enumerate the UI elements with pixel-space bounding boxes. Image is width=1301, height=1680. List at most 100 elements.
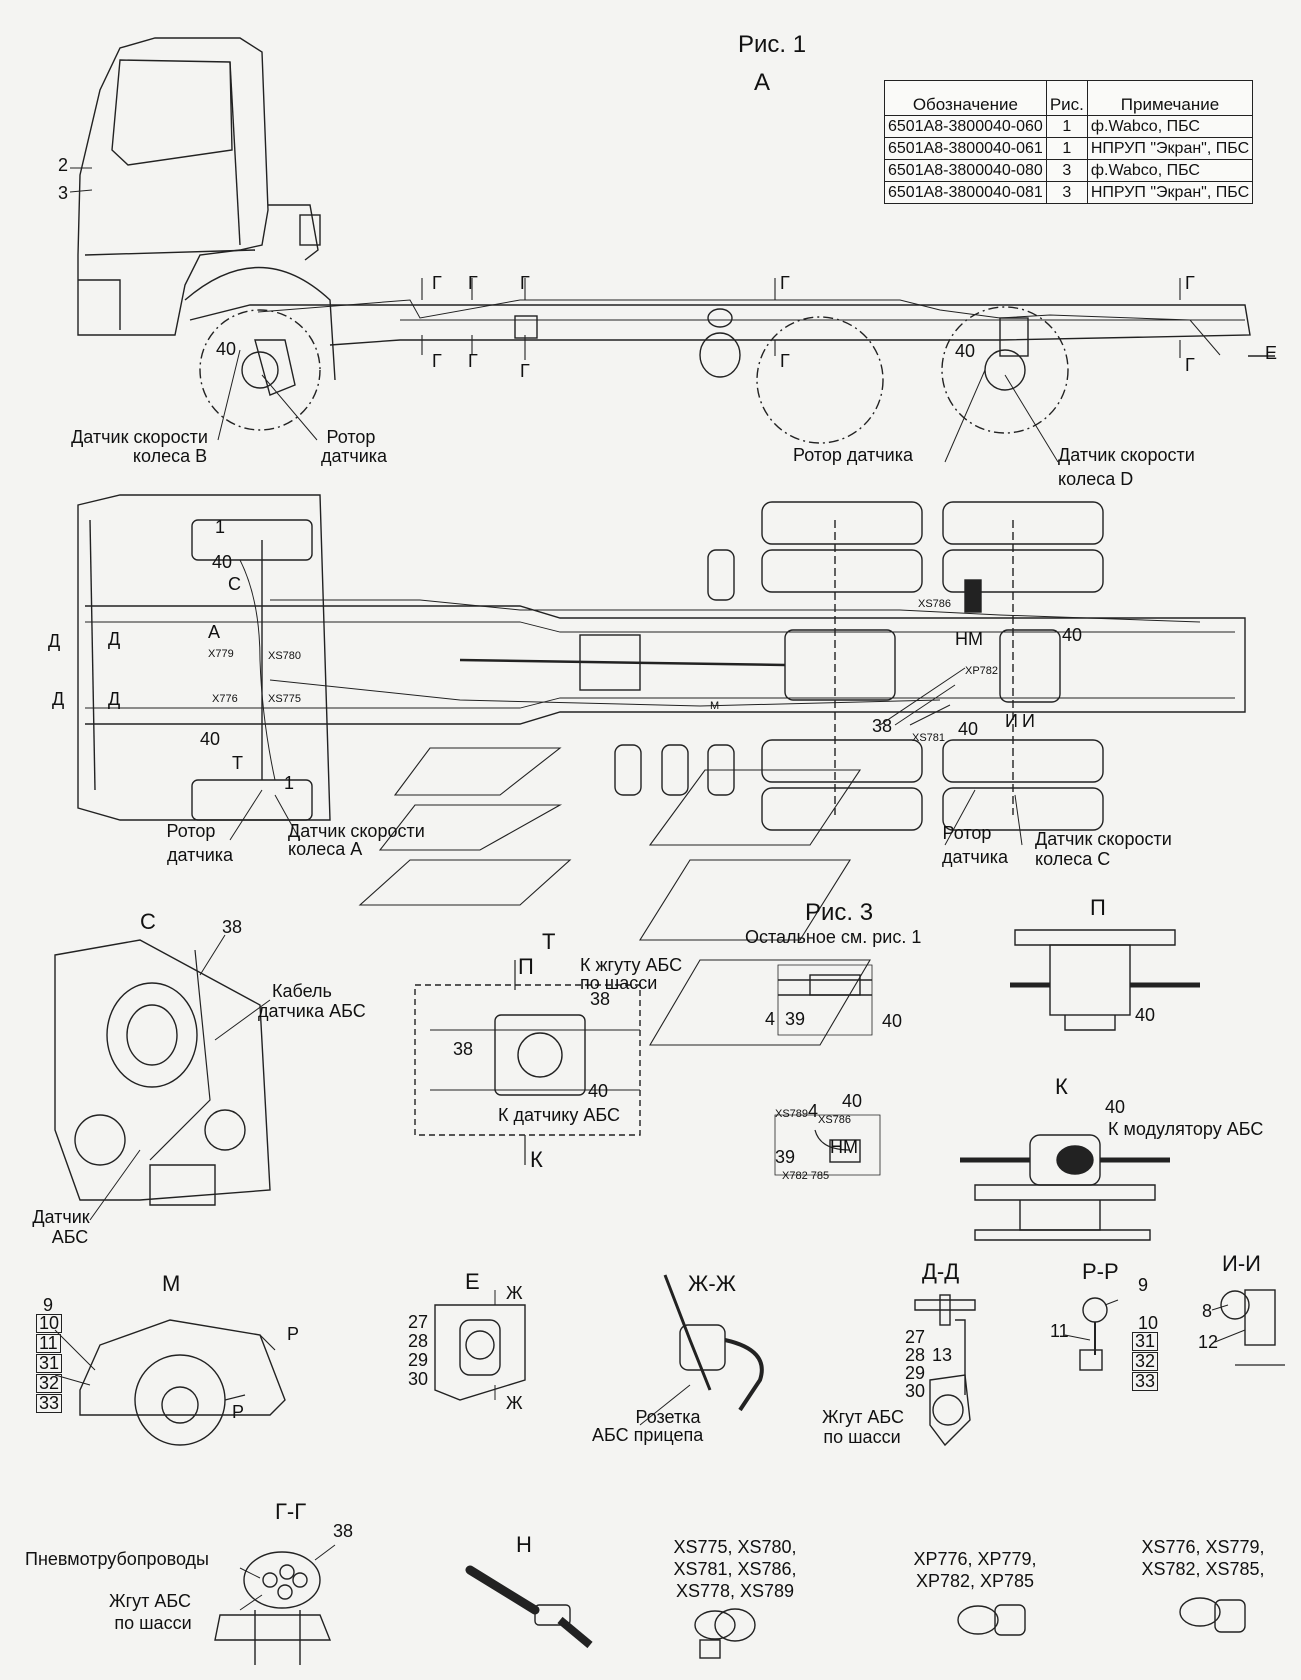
to-abs-sensor-label: К датчику АБС [498,1105,620,1125]
item-27-label: 27 [905,1327,926,1347]
table-cell: НПРУП "Экран", ПБС [1086,137,1254,160]
table-header: Обозначение [884,80,1047,116]
item-4-label: 4 [765,1009,776,1029]
sensor-d-label-line2: колеса D [1058,469,1134,489]
item-30-label: 30 [905,1381,926,1401]
item-39-label: 39 [775,1147,796,1167]
detail-k-drawing [960,1134,1170,1241]
connector-xs786-label: XS786 [918,598,952,610]
connector-xs775-label: XS775 [268,693,302,705]
sensor-d-label-line1: Датчик скорости [1058,445,1195,465]
table-header: Рис. [1045,80,1088,116]
connector-group3-line2: XS782, XS785, [1141,1559,1265,1579]
connector-group2-line1: XP776, XP779, [913,1549,1037,1569]
item-38-label: 38 [453,1039,474,1059]
detail-dd-title: Д-Д [922,1259,960,1284]
item-38-label: 38 [333,1521,354,1541]
item-40-label: 40 [588,1081,609,1101]
table-row: 6501А8-3800040-061 1 НПРУП "Экран", ПБС [884,137,1254,160]
trailer-abs-socket-label-line1: Розетка [635,1407,701,1427]
item-40-label: 40 [955,341,976,361]
section-mark-d: Д [108,629,121,649]
detail-gg-drawing [214,1544,336,1665]
detail-p-drawing [1010,929,1200,1031]
section-mark-r: Р [287,1324,300,1344]
abs-harness-label-line2: по шасси [823,1427,901,1447]
to-abs-modulator-label: К модулятору АБС [1108,1119,1264,1139]
section-mark-r: Р [232,1402,245,1422]
view-mark-e: Е [1265,343,1278,363]
item-40-label: 40 [1105,1097,1126,1117]
table-cell: НПРУП "Экран", ПБС [1086,181,1254,204]
connector-group1-line3: XS778, XS789 [675,1581,795,1601]
detail-t-title: Т [542,929,556,954]
detail-k-title: К [1055,1074,1068,1099]
table-cell: 6501А8-3800040-080 [884,159,1047,182]
detail-dd-drawing [914,1294,976,1447]
item-28-label: 28 [905,1345,926,1365]
sensor-b-label-line2: колеса В [132,446,208,466]
item-13-label: 13 [932,1345,953,1365]
section-mark-g: Г [1185,273,1195,293]
section-mark-zh: Ж [506,1393,523,1413]
to-abs-harness-label-line2: по шасси [580,973,658,993]
figure1-view-label: А [753,69,770,96]
section-mark-g: Г [780,273,790,293]
detail-n-title: Н [516,1532,532,1557]
table-cell: 6501А8-3800040-060 [884,115,1047,138]
rotor-b-label-line1: Ротор [326,427,376,447]
figure3-note: Остальное см. рис. 1 [745,927,922,947]
table-cell: ф.Wabco, ПБС [1086,115,1254,138]
side-view-truck [69,37,1275,463]
item-40-label: 40 [212,552,233,572]
detail-nm-drawing [774,1114,881,1176]
item-10-label: 10 [36,1314,63,1333]
item-10-label: 10 [1138,1313,1159,1333]
connector-xp782-label: XP782 [965,665,999,677]
abs-cable-label-line1: Кабель [272,981,332,1001]
section-mark-d: Д [52,689,65,709]
item-32-label: 32 [36,1374,63,1393]
rotor-a-label-line2: датчика [166,845,234,865]
rotor-c-label-line2: датчика [941,847,1009,867]
table-header: Примечание [1086,80,1254,116]
item-40-label: 40 [842,1091,863,1111]
section-mark-g: Г [520,273,530,293]
item-29-label: 29 [905,1363,926,1383]
detail-ii-title: И-И [1222,1251,1261,1276]
sensor-c-label-line1: Датчик скорости [1035,829,1172,849]
table-row: 6501А8-3800040-080 3 ф.Wabco, ПБС [884,159,1254,182]
item-4-label: 4 [808,1101,819,1121]
connector-xs780-label: XS780 [268,650,302,662]
rotor-c-label-line1: Ротор [942,823,992,843]
connector-xs789-label: XS789 [775,1108,809,1120]
connector-x779-label: X779 [208,648,234,660]
detail-p-title: П [1090,895,1106,920]
detail-rr-title: Р-Р [1082,1259,1119,1284]
table-row: 6501А8-3800040-060 1 ф.Wabco, ПБС [884,115,1254,138]
view-mark-p: П [518,954,534,979]
detail-e-title: Е [465,1269,480,1294]
table-cell: 6501А8-3800040-061 [884,137,1047,160]
abs-harness-label-line2: по шасси [114,1613,192,1633]
item-12-label: 12 [1198,1332,1219,1352]
connector-x776-label: X776 [212,693,238,705]
figure3-title: Рис. 3 [805,899,874,926]
connector-group1-line1: XS775, XS780, [673,1537,797,1557]
section-mark-g: Г [468,273,478,293]
view-mark-hm: НМ [955,629,983,649]
item-40-label: 40 [200,729,221,749]
table-header-row: Обозначение Рис. Примечание [884,80,1254,116]
section-mark-g: Г [780,351,790,371]
section-mark-i: И [1022,711,1035,731]
section-mark-g: Г [432,351,442,371]
section-mark-g: Г [520,361,530,381]
sensor-b-label-line1: Датчик скорости [71,427,208,447]
designation-table: Обозначение Рис. Примечание 6501А8-38000… [884,80,1254,204]
detail-m-title: М [162,1271,181,1296]
item-28-label: 28 [408,1331,429,1351]
sensor-a-label-line1: Датчик скорости [288,821,425,841]
item-39-label: 39 [785,1009,806,1029]
view-mark-k: К [530,1147,543,1172]
